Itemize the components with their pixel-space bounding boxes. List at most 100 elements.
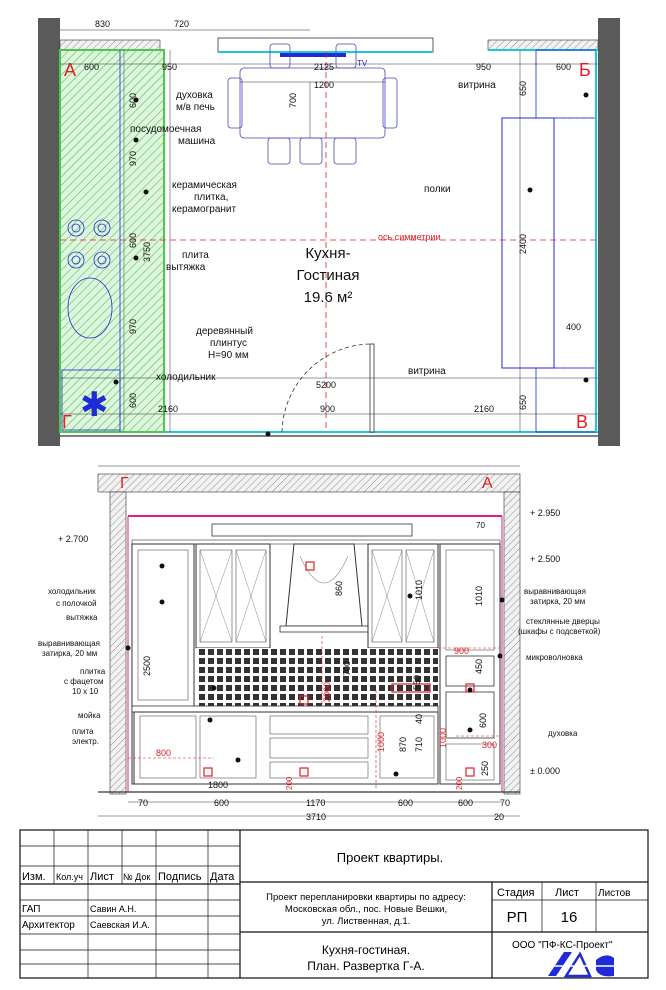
label-plinth: деревянный	[196, 326, 253, 337]
elev-label-glass: стеклянные дверцы	[526, 617, 600, 626]
stamp-header-ndok: № Док	[123, 872, 150, 882]
stamp-name-gap: Савин А.Н.	[90, 904, 136, 914]
elev-label-glass: (шкафы с подсветкой)	[518, 627, 601, 636]
stamp-role-architect: Архитектор	[22, 920, 75, 931]
address-line3: ул. Лиственная, д.1.	[322, 916, 411, 927]
dim: 700	[288, 93, 298, 108]
dim: 300	[482, 740, 497, 750]
company-logo-icon	[546, 951, 616, 978]
dim: 1010	[414, 580, 424, 600]
plan-wall-top-right	[487, 39, 599, 51]
dim: 600	[128, 233, 138, 248]
plan-wall-top-left	[59, 39, 161, 51]
dim: 20	[494, 812, 504, 822]
stamp-stage: РП	[507, 909, 528, 926]
dim: 710	[414, 737, 424, 752]
plan-wall-right	[598, 18, 620, 446]
elev-label-sink: мойка	[78, 711, 101, 720]
stamp-header-podpis: Подпись	[158, 871, 202, 883]
stamp-role-gap: ГАП	[22, 904, 41, 915]
stamp-header-stage: Стадия	[497, 887, 535, 899]
dim: 5200	[316, 380, 336, 390]
elev-corner-a: А	[482, 475, 493, 492]
dim: 2500	[142, 656, 152, 676]
dim: 830	[95, 19, 110, 29]
plan-corner-a: А	[64, 60, 76, 80]
dim: 600	[556, 62, 571, 72]
stamp-header-list: Лист	[90, 871, 114, 883]
company-name: ООО "ПФ-КС-Проект"	[512, 940, 613, 951]
hob-icon	[67, 219, 111, 269]
backsplash-tiles	[196, 648, 438, 706]
plan-wall-top-mid	[217, 37, 434, 53]
dim: 1200	[314, 80, 334, 90]
elev-label-hob: электр.	[72, 737, 99, 746]
label-oven: духовка	[176, 90, 213, 101]
dim: 1800	[208, 780, 228, 790]
dim: 1010	[474, 586, 484, 606]
dim: 700	[342, 661, 352, 676]
label-ceramic: плитка,	[194, 192, 228, 203]
plan-wall-left	[38, 18, 60, 446]
elev-label-microwave: микроволновка	[526, 653, 583, 662]
microwave	[445, 655, 495, 687]
dim: 600	[84, 62, 99, 72]
dim: 720	[174, 19, 189, 29]
elev-corner-g: Г	[120, 475, 129, 492]
dim: 450	[474, 659, 484, 674]
elev-label-leveling-right: выравнивающая	[524, 587, 586, 596]
base-cabinets	[133, 711, 439, 785]
project-title: Проект квартиры.	[337, 850, 443, 865]
elev-label-tile: 10 х 10	[72, 687, 99, 696]
dim: 3750	[142, 242, 152, 262]
label-hob: плита	[182, 250, 209, 261]
level-0000: ± 0.000	[530, 766, 560, 776]
dim: 970	[128, 319, 138, 334]
level-2700: + 2.700	[58, 534, 88, 544]
shelves-unit	[501, 117, 555, 369]
title-block: Проект квартиры. Изм. Кол.уч Лист № Док …	[19, 829, 649, 979]
dim: 1000	[376, 732, 386, 752]
dim: 970	[128, 151, 138, 166]
dim: 600	[128, 393, 138, 408]
dim: 650	[518, 395, 528, 410]
floor-plan: А Б В Г ✱ TV Кухня- Гостиная 19.6 м² ось…	[38, 18, 620, 446]
range-hood	[285, 543, 363, 627]
symmetry-axis-label: ось симметрии	[378, 232, 441, 242]
elev-label-leveling: выравнивающая	[38, 639, 100, 648]
label-fridge: холодильник	[156, 372, 216, 383]
dim: 400	[566, 322, 581, 332]
label-dishwasher: машина	[178, 136, 216, 147]
room-name-line1: Кухня-	[305, 245, 350, 262]
elev-wall-left	[109, 491, 127, 795]
dim: 900	[454, 646, 469, 656]
sheet-title-line1: Кухня-гостиная.	[322, 943, 410, 957]
label-ceramic: керамогранит	[172, 204, 236, 215]
dim: 2400	[518, 234, 528, 254]
fridge-outline	[61, 369, 121, 431]
leader-dots	[113, 92, 589, 437]
kitchen-zone	[59, 49, 165, 433]
dim: 600	[128, 93, 138, 108]
dim: 70	[476, 521, 485, 530]
plan-corner-v: В	[576, 412, 588, 432]
elev-label-fridge: с полочкой	[56, 599, 97, 608]
elev-label-fridge: холодильник	[48, 587, 96, 596]
dim: 650	[518, 81, 528, 96]
tv-label: TV	[357, 59, 368, 68]
dim: 2125	[314, 62, 334, 72]
dim: 70	[138, 798, 148, 808]
label-plinth: H=90 мм	[208, 350, 249, 361]
dim: 550	[412, 675, 422, 690]
upper-cabinet-right	[367, 543, 439, 649]
dim: 1170	[306, 798, 325, 808]
elev-label-hood: вытяжка	[66, 613, 98, 622]
sink-icon	[67, 277, 113, 339]
stamp-header-data: Дата	[210, 871, 235, 883]
stamp-header-kol: Кол.уч	[56, 872, 83, 882]
level-2950: + 2.950	[530, 508, 560, 518]
dim: 40	[414, 714, 424, 724]
dim: 200	[285, 776, 294, 790]
stamp-name-architect: Саевская И.А.	[90, 920, 150, 930]
